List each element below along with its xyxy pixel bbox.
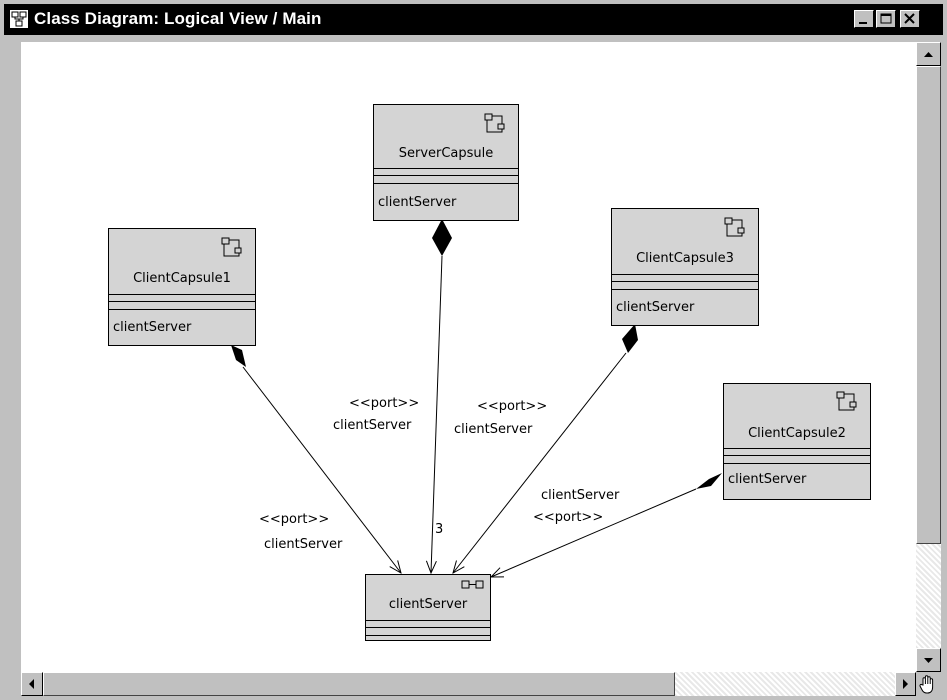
compartment-divider bbox=[724, 455, 870, 456]
role-label: clientServer bbox=[454, 422, 533, 437]
class-client-capsule3[interactable]: ClientCapsule3 clientServer bbox=[611, 208, 759, 326]
class-attribute: clientServer bbox=[113, 320, 192, 335]
class-diagram-icon bbox=[10, 10, 28, 28]
class-name: ClientCapsule2 bbox=[748, 426, 846, 441]
class-name: ServerCapsule bbox=[398, 146, 494, 161]
class-attribute: clientServer bbox=[616, 300, 695, 315]
compartment-divider bbox=[109, 301, 255, 302]
horizontal-scroll-thumb[interactable] bbox=[43, 672, 675, 696]
compartment-divider bbox=[374, 183, 518, 184]
compartment-divider bbox=[366, 627, 490, 628]
multiplicity-label: 3 bbox=[435, 522, 444, 537]
protocol-icon bbox=[461, 580, 484, 589]
role-label: clientServer bbox=[264, 537, 343, 552]
vertical-scroll-thumb[interactable] bbox=[916, 66, 941, 544]
capsule-icon bbox=[836, 391, 857, 411]
minimize-button[interactable] bbox=[854, 10, 874, 28]
compartment-divider bbox=[109, 294, 255, 295]
scroll-up-button[interactable] bbox=[916, 42, 941, 66]
arrow-down-icon bbox=[924, 658, 933, 663]
close-icon bbox=[904, 13, 915, 24]
association-client1[interactable] bbox=[231, 345, 401, 573]
pan-hand-button[interactable] bbox=[916, 672, 941, 696]
port-stereotype-label: <<port>> bbox=[533, 510, 604, 525]
association-client2[interactable] bbox=[491, 473, 722, 577]
diagram-canvas[interactable]: ServerCapsule clientServer ClientCapsule… bbox=[21, 42, 916, 672]
association-client3[interactable] bbox=[453, 324, 638, 573]
port-stereotype-label: <<port>> bbox=[259, 512, 330, 527]
class-server-capsule[interactable]: ServerCapsule clientServer bbox=[373, 104, 519, 221]
compartment-divider bbox=[109, 309, 255, 310]
scroll-left-button[interactable] bbox=[21, 672, 43, 696]
class-client-capsule2[interactable]: ClientCapsule2 clientServer bbox=[723, 383, 871, 500]
class-name: ClientCapsule1 bbox=[133, 271, 231, 286]
class-attribute: clientServer bbox=[378, 195, 457, 210]
compartment-divider bbox=[366, 620, 490, 621]
arrow-left-icon bbox=[29, 679, 34, 689]
compartment-divider bbox=[366, 635, 490, 636]
maximize-icon bbox=[880, 13, 892, 24]
scroll-right-button[interactable] bbox=[895, 672, 916, 696]
class-client-server-protocol[interactable]: clientServer bbox=[365, 574, 491, 641]
compartment-divider bbox=[612, 274, 758, 275]
title-bar[interactable]: Class Diagram: Logical View / Main bbox=[4, 4, 943, 35]
class-name: clientServer bbox=[388, 597, 468, 612]
compartment-divider bbox=[724, 448, 870, 449]
close-button[interactable] bbox=[900, 10, 920, 28]
port-stereotype-label: <<port>> bbox=[477, 399, 548, 414]
compartment-divider bbox=[374, 175, 518, 176]
window-title: Class Diagram: Logical View / Main bbox=[34, 9, 322, 28]
capsule-icon bbox=[484, 113, 505, 133]
compartment-divider bbox=[612, 281, 758, 282]
vertical-scroll-track[interactable] bbox=[916, 544, 941, 648]
scroll-down-button[interactable] bbox=[916, 648, 941, 672]
class-attribute: clientServer bbox=[728, 472, 807, 487]
role-label: clientServer bbox=[333, 418, 412, 433]
hand-icon bbox=[919, 675, 934, 694]
compartment-divider bbox=[724, 463, 870, 464]
class-client-capsule1[interactable]: ClientCapsule1 clientServer bbox=[108, 228, 256, 346]
minimize-icon bbox=[859, 22, 867, 24]
association-server[interactable] bbox=[431, 219, 452, 573]
role-label: clientServer bbox=[541, 488, 620, 503]
arrow-right-icon bbox=[903, 679, 908, 689]
vertical-scrollbar[interactable] bbox=[916, 42, 941, 672]
association-lines bbox=[231, 219, 722, 672]
maximize-button[interactable] bbox=[876, 10, 896, 28]
capsule-icon bbox=[724, 217, 745, 237]
horizontal-scrollbar[interactable] bbox=[21, 672, 916, 696]
compartment-divider bbox=[612, 289, 758, 290]
port-stereotype-label: <<port>> bbox=[349, 396, 420, 411]
horizontal-scroll-track[interactable] bbox=[675, 672, 895, 696]
class-name: ClientCapsule3 bbox=[636, 251, 734, 266]
compartment-divider bbox=[374, 168, 518, 169]
capsule-icon bbox=[221, 237, 242, 257]
arrow-up-icon bbox=[924, 52, 933, 57]
